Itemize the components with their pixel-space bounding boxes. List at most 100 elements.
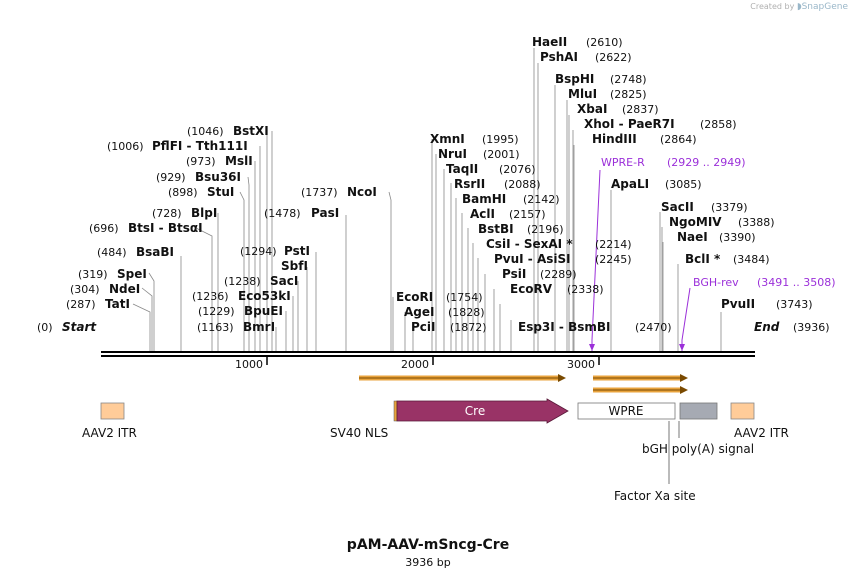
site-pos: (1872): [450, 321, 487, 334]
site-pos: (2289): [540, 268, 577, 281]
site-label: BamHI: [462, 192, 506, 206]
site-pos: (728): [152, 207, 182, 220]
site-pos: (1006): [107, 140, 144, 153]
site-pos: (2088): [504, 178, 541, 191]
site-pos: (3388): [738, 216, 775, 229]
site-leaders: [132, 48, 722, 351]
start-position: (0): [37, 321, 53, 334]
site-pos: (484): [97, 246, 127, 259]
site-pos: (287): [66, 298, 96, 311]
site-label: EcoRV: [510, 282, 553, 296]
site-label: BlpI: [191, 206, 217, 220]
feature-arrows-orange: [359, 374, 688, 394]
site-label: PsiI: [502, 267, 526, 281]
site-pos: (3390): [719, 231, 756, 244]
site-pos: (1238): [224, 275, 261, 288]
site-pos: (696): [89, 222, 119, 235]
primer-position: (2929 .. 2949): [667, 156, 746, 169]
site-labels-right: HaeII (2610) PshAI (2622) BspHI (2748) M…: [532, 35, 813, 311]
bgh-polya-box: [679, 402, 718, 420]
site-label: TatI: [105, 297, 130, 311]
site-label: BtsI - BtsαI: [128, 221, 203, 235]
site-label: CsiI - SexAI *: [486, 237, 573, 251]
snapgene-logo-icon: ◗: [796, 2, 802, 12]
end-position: (3936): [793, 321, 830, 334]
site-pos: (1995): [482, 133, 519, 146]
site-pos: (3085): [665, 178, 702, 191]
sv40-nls-box: [393, 400, 398, 422]
cre-arrow: [396, 398, 569, 424]
site-labels-left: (287) TatI (304) NdeI (319) SpeI (484) B…: [66, 124, 377, 334]
site-label: SacII: [661, 200, 694, 214]
site-label: Eco53kI: [238, 289, 291, 303]
site-pos: (1046): [187, 125, 224, 138]
primer-label: BGH-rev: [693, 276, 739, 289]
site-label: BstBI: [478, 222, 514, 236]
site-pos: (2825): [610, 88, 647, 101]
site-label: BclI *: [685, 252, 721, 266]
feature-label: bGH poly(A) signal: [642, 442, 754, 456]
primer-labels: WPRE-R (2929 .. 2949) BGH-rev (3491 .. 3…: [601, 156, 836, 289]
site-pos: (1236): [192, 290, 229, 303]
end-label: End: [754, 320, 780, 334]
aav2-itr-right-box: [730, 402, 755, 420]
site-label: SbfI: [281, 259, 308, 273]
tick-label-3000: 3000: [567, 358, 595, 371]
site-label: XmnI: [430, 132, 465, 146]
site-label: XhoI - PaeR7I: [584, 117, 675, 131]
site-label: PshAI: [540, 50, 578, 64]
site-pos: (319): [78, 268, 108, 281]
site-pos: (2214): [595, 238, 632, 251]
feature-label: SV40 NLS: [330, 426, 388, 440]
site-label: NdeI: [109, 282, 140, 296]
site-label: PasI: [311, 206, 339, 220]
site-label: EcoRI: [396, 290, 433, 304]
cre-label: Cre: [465, 404, 485, 418]
site-label: XbaI: [577, 102, 607, 116]
site-label: ApaLI: [611, 177, 649, 191]
tick-label-2000: 2000: [401, 358, 429, 371]
site-label: Bsu36I: [195, 170, 241, 184]
feature-labels: AAV2 ITR SV40 NLS bGH poly(A) signal Fac…: [82, 426, 789, 503]
site-pos: (2837): [622, 103, 659, 116]
site-label: MslI: [225, 154, 253, 168]
site-label: BpuEI: [244, 304, 283, 318]
site-label: TaqII: [446, 162, 478, 176]
site-pos: (1163): [197, 321, 234, 334]
site-pos: (3484): [733, 253, 770, 266]
site-label: PciI: [411, 320, 436, 334]
site-pos: (2622): [595, 51, 632, 64]
plasmid-length: 3936 bp: [405, 556, 451, 569]
features: Cre WPRE: [100, 398, 755, 484]
aav2-itr-left-box: [100, 402, 125, 420]
backbone: [101, 351, 755, 357]
site-pos: (973): [186, 155, 216, 168]
site-pos: (2858): [700, 118, 737, 131]
site-pos: (1229): [198, 305, 235, 318]
site-label: NaeI: [677, 230, 708, 244]
site-label: PvuII: [721, 297, 755, 311]
ruler: 1000 2000 3000: [235, 357, 600, 371]
site-label: BsaBI: [136, 245, 174, 259]
site-label: BspHI: [555, 72, 594, 86]
site-label: PstI: [284, 244, 310, 258]
start-label: Start: [62, 320, 97, 334]
site-pos: (3743): [776, 298, 813, 311]
site-label: RsrII: [454, 177, 485, 191]
site-pos: (929): [156, 171, 186, 184]
site-label: AclI: [470, 207, 495, 221]
site-pos: (2338): [567, 283, 604, 296]
site-pos: (898): [168, 186, 198, 199]
site-label: NgoMIV: [669, 215, 722, 229]
site-pos: (2748): [610, 73, 647, 86]
site-pos: (1754): [446, 291, 483, 304]
site-label: HindIII: [592, 132, 637, 146]
primer-position: (3491 .. 3508): [757, 276, 836, 289]
plasmid-title: pAM-AAV-mSncg-Cre: [346, 537, 510, 553]
credit-prefix: Created by: [750, 2, 795, 11]
site-pos: (2001): [483, 148, 520, 161]
site-label: AgeI: [404, 305, 434, 319]
wpre-box: [577, 402, 676, 420]
site-label: MluI: [568, 87, 597, 101]
